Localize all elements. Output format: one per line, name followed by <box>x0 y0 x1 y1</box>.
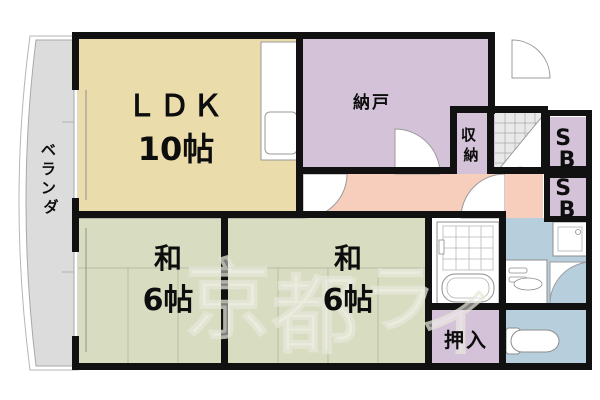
wall-ldk-left-upper <box>72 32 79 90</box>
veranda-char: ラ <box>41 160 56 178</box>
washer-drain-icon <box>575 229 581 235</box>
veranda-char: ン <box>41 179 56 197</box>
wall-shunyu-left <box>450 106 457 174</box>
door-swings <box>302 39 593 305</box>
wall-sb-lower-top <box>544 172 592 178</box>
wall-oshiire-top <box>425 303 506 310</box>
nando-label: 納戸 <box>353 92 391 113</box>
corridor-door-accents <box>440 174 543 218</box>
veranda-char: ダ <box>43 198 58 216</box>
wall-sb-upper-left <box>544 110 550 172</box>
wall-corridor-bottom <box>303 211 432 218</box>
ldk-size-label: 10帖 <box>138 130 215 168</box>
ldk-label: ＬＤＫ <box>127 89 226 124</box>
wall-between-washitsu-top <box>221 211 228 225</box>
washitsu-left-size-label: 6帖 <box>143 283 194 318</box>
watermark-char: イ <box>420 282 494 368</box>
corridor-fan-right <box>505 174 543 218</box>
sb-char: B <box>559 198 576 223</box>
wall-sb-lower-bottom <box>544 216 592 222</box>
wall-washitsu-left-upper <box>72 218 79 252</box>
kitchen-counter <box>260 41 302 161</box>
wall-nando-right-upper <box>488 32 495 114</box>
watermark-char: ラ <box>362 257 436 343</box>
shoebox-lower-label: S B <box>555 176 579 223</box>
wall-nando-top <box>296 32 495 39</box>
wall-washitsu-left-bottom <box>72 363 228 370</box>
washbasin-bowl <box>513 277 543 291</box>
washitsu-left-label: 和 <box>154 242 182 275</box>
shunyu-char: 納 <box>463 146 478 164</box>
washitsu-right-label: 和 <box>334 242 362 275</box>
sb-char: S <box>555 126 571 151</box>
oshiire-floor <box>432 310 502 370</box>
toilet-bowl <box>510 329 560 353</box>
wall-ldk-bottom <box>72 211 303 218</box>
wall-far-right <box>586 218 592 370</box>
wall-between-washitsu <box>221 218 228 370</box>
wall-bottom-right <box>425 363 592 370</box>
veranda-label: ベ ラ ン ダ <box>41 141 61 216</box>
wall-ldk-right <box>296 32 303 218</box>
sb-char: B <box>559 148 576 173</box>
wall-washitsu-left-lower <box>72 336 79 370</box>
wall-genkan-top <box>494 106 548 113</box>
wall-bath-top <box>432 211 506 218</box>
shunyu-char: 収 <box>461 126 477 144</box>
wall-oshiire-right <box>499 303 506 370</box>
bathtub-inner <box>446 277 490 299</box>
toilet <box>505 327 560 355</box>
entrance-door-swing <box>511 39 551 79</box>
wall-shunyu-top <box>450 106 494 113</box>
watermark: 京 都 ラ イ <box>185 251 495 369</box>
walls <box>72 32 592 370</box>
wall-genkan-bottom <box>494 167 542 174</box>
room-veranda: ベ ラ ン ダ <box>18 35 79 371</box>
wall-washitsu-right-bottom <box>221 363 432 370</box>
wall-bath-left <box>425 218 432 370</box>
watermark-char: 都 <box>271 266 358 366</box>
sb-char: S <box>555 176 571 201</box>
kitchen-sink <box>264 111 298 155</box>
shunyu-label: 収 納 <box>461 126 481 164</box>
wall-shunyu-right <box>487 106 494 174</box>
shower-faucet-icon <box>438 239 445 255</box>
wall-bath-right <box>499 218 506 310</box>
wash-basin-vanity <box>504 259 548 307</box>
washbasin-faucet <box>508 267 528 274</box>
shower-wall-panel <box>442 225 494 271</box>
bathroom-fixtures <box>436 221 500 307</box>
tatami-mat-lines <box>78 267 428 370</box>
wall-sb-upper-bottom <box>544 166 592 172</box>
washitsu-right-size-label: 6帖 <box>323 283 374 318</box>
wall-toilet-top <box>499 303 592 310</box>
wall-sb-lower-right <box>586 172 592 222</box>
wall-sb-upper-top <box>544 110 592 116</box>
veranda-char: ベ <box>41 141 56 159</box>
corridor-fan-nando <box>440 174 490 188</box>
wall-ldk-top <box>72 32 303 39</box>
room-washitsu-left-floor <box>78 218 228 370</box>
oshiire-label: 押入 <box>444 328 488 352</box>
washing-machine-pan <box>552 221 588 257</box>
wall-sb-upper-right <box>586 110 592 172</box>
wall-sb-lower-left <box>544 172 550 222</box>
shoebox-lower-fill <box>548 174 588 218</box>
washer-pan-inner <box>557 226 583 252</box>
watermark-char: 京 <box>185 251 271 351</box>
shunyu-closet-fill <box>455 110 489 174</box>
shoebox-upper-label: S B <box>555 126 579 173</box>
shoebox-upper-fill <box>548 117 588 169</box>
wall-nando-bottom <box>296 167 456 174</box>
